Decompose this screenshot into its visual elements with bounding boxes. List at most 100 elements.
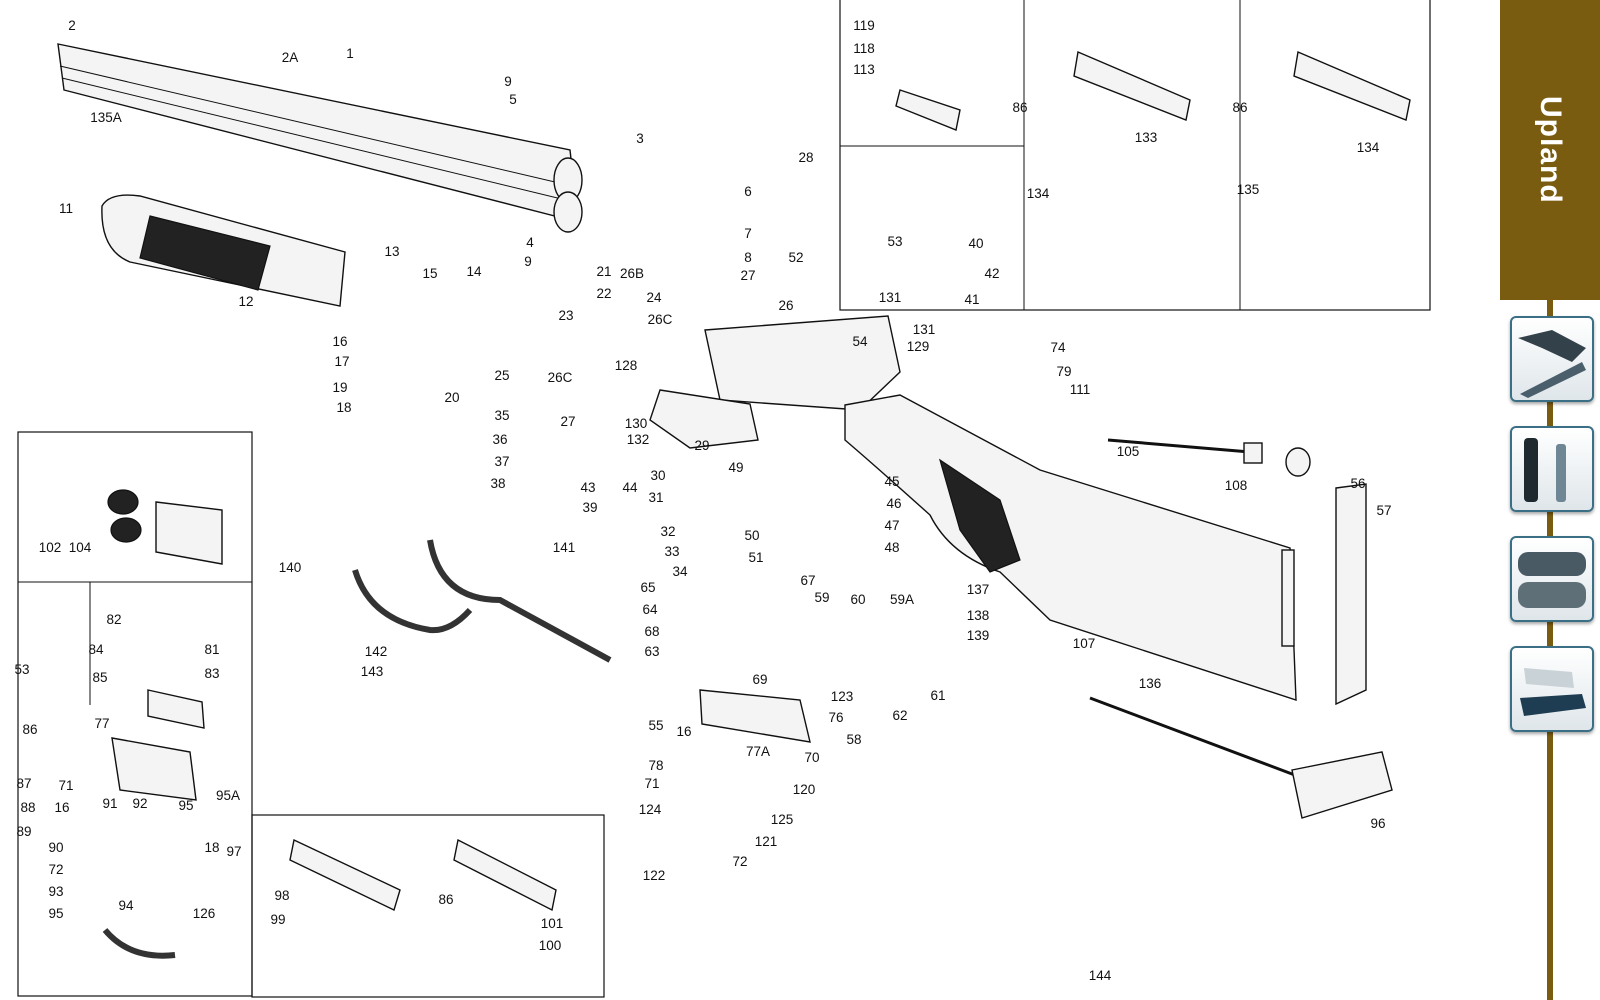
callout-120: 120: [793, 782, 816, 797]
callout-123: 123: [831, 689, 854, 704]
callout-144: 144: [1089, 968, 1112, 983]
callout-37: 37: [494, 454, 509, 469]
callout-11: 11: [59, 201, 73, 216]
callout-53: 53: [887, 234, 902, 249]
callout-34: 34: [672, 564, 688, 579]
callout-22: 22: [596, 286, 611, 301]
callout-98: 98: [274, 888, 289, 903]
callout-39: 39: [582, 500, 597, 515]
callout-14: 14: [466, 264, 482, 279]
callout-67: 67: [800, 573, 815, 588]
brand-label: Upland: [1534, 96, 1567, 204]
callout-15: 15: [422, 266, 437, 281]
callout-26C: 26C: [548, 370, 573, 385]
callout-86: 86: [1012, 100, 1027, 115]
callout-131: 131: [879, 290, 902, 305]
callout-88: 88: [20, 800, 35, 815]
callout-19: 19: [332, 380, 347, 395]
callout-9: 9: [524, 254, 532, 269]
callout-131: 131: [913, 322, 936, 337]
callout-86: 86: [438, 892, 453, 907]
callout-97: 97: [226, 844, 241, 859]
callout-42: 42: [984, 266, 999, 281]
callout-142: 142: [365, 644, 388, 659]
gun-bag-icon: [1520, 668, 1586, 716]
inset-frame-bottom-center: [251, 814, 605, 998]
callout-25: 25: [494, 368, 509, 383]
forend: [101, 194, 346, 307]
callout-16: 16: [54, 800, 69, 815]
callout-5: 5: [509, 92, 517, 107]
callout-105: 105: [1117, 444, 1140, 459]
shotgun-stock-icon: [1518, 330, 1586, 398]
callout-16: 16: [676, 724, 691, 739]
callout-40: 40: [968, 236, 983, 251]
callout-59: 59: [814, 590, 829, 605]
callout-56: 56: [1350, 476, 1365, 491]
callout-76: 76: [828, 710, 843, 725]
callout-26C: 26C: [648, 312, 673, 327]
callout-86: 86: [22, 722, 37, 737]
callout-95A: 95A: [216, 788, 240, 803]
callout-26: 26: [778, 298, 793, 313]
callout-55: 55: [648, 718, 663, 733]
callout-2: 2: [68, 18, 76, 33]
callout-93: 93: [48, 884, 63, 899]
callout-30: 30: [650, 468, 665, 483]
callout-99: 99: [270, 912, 285, 927]
callout-16: 16: [332, 334, 347, 349]
callout-101: 101: [541, 916, 564, 931]
callout-28: 28: [798, 150, 813, 165]
callout-65: 65: [640, 580, 655, 595]
callout-141: 141: [553, 540, 576, 555]
callout-137: 137: [967, 582, 990, 597]
callout-86: 86: [1232, 100, 1247, 115]
nav-tile-bags[interactable]: [1510, 646, 1594, 732]
callout-43: 43: [580, 480, 595, 495]
callout-128: 128: [615, 358, 638, 373]
callout-113: 113: [853, 62, 875, 77]
callout-3: 3: [636, 131, 644, 146]
callout-29: 29: [694, 438, 709, 453]
callout-139: 139: [967, 628, 990, 643]
callout-71: 71: [58, 778, 73, 793]
callout-64: 64: [642, 602, 658, 617]
callout-135A: 135A: [90, 110, 122, 125]
callout-63: 63: [644, 644, 659, 659]
callout-13: 13: [384, 244, 399, 259]
callout-20: 20: [444, 390, 459, 405]
callout-83: 83: [204, 666, 219, 681]
callout-104: 104: [69, 540, 92, 555]
callout-69: 69: [752, 672, 767, 687]
gun-case-icon: [1518, 552, 1586, 608]
callout-57: 57: [1376, 503, 1391, 518]
nav-tile-chokes[interactable]: [1510, 426, 1594, 512]
callout-87: 87: [16, 776, 31, 791]
callout-18: 18: [204, 840, 219, 855]
callout-79: 79: [1056, 364, 1071, 379]
callout-61: 61: [930, 688, 945, 703]
callout-6: 6: [744, 184, 752, 199]
receiver: [649, 315, 901, 449]
callout-78: 78: [648, 758, 663, 773]
nav-tile-shotguns[interactable]: [1510, 316, 1594, 402]
nav-tile-cases[interactable]: [1510, 536, 1594, 622]
callout-100: 100: [539, 938, 562, 953]
callout-9: 9: [504, 74, 512, 89]
callout-58: 58: [846, 732, 861, 747]
callout-130: 130: [625, 416, 648, 431]
callout-32: 32: [660, 524, 675, 539]
callout-125: 125: [771, 812, 794, 827]
callout-124: 124: [639, 802, 662, 817]
callout-119: 119: [853, 18, 875, 33]
callout-70: 70: [804, 750, 819, 765]
callout-91: 91: [102, 796, 117, 811]
callout-47: 47: [884, 518, 899, 533]
callout-102: 102: [39, 540, 62, 555]
callout-71: 71: [644, 776, 659, 791]
callout-143: 143: [361, 664, 384, 679]
callout-77: 77: [94, 716, 109, 731]
choke-tube-icon: [1524, 438, 1566, 502]
callout-12: 12: [238, 294, 253, 309]
callout-45: 45: [884, 474, 899, 489]
